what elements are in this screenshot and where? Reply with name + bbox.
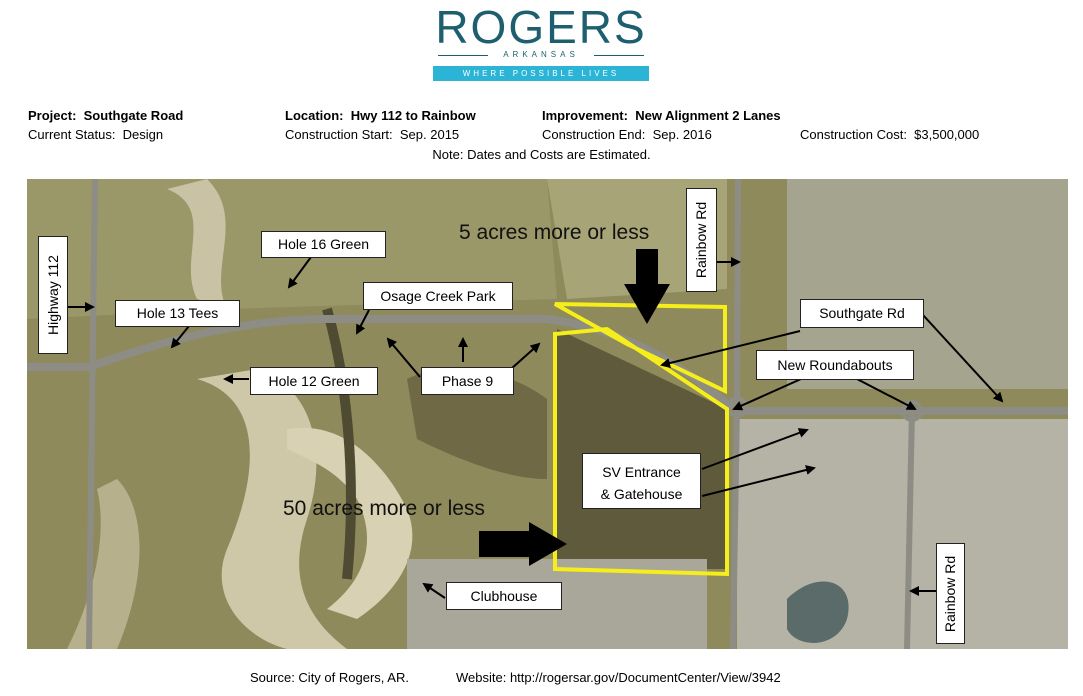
field-north-east	[547, 179, 727, 299]
improvement-label: Improvement:	[542, 108, 628, 123]
rogers-logo: ROGERS ARKANSAS WHERE POSSIBLE LIVES	[430, 2, 652, 82]
pointer-southgate-east	[922, 314, 1004, 403]
improvement-value: New Alignment 2 Lanes	[635, 108, 781, 123]
pointer-entrance-b	[701, 465, 816, 497]
woods-parcel	[557, 329, 727, 569]
cost-label: Construction Cost:	[800, 127, 907, 142]
highway-112-road	[86, 179, 98, 649]
label-sv-entrance-line1: SV Entrance	[602, 464, 681, 480]
location-line: Location: Hwy 112 to Rainbow	[285, 108, 476, 123]
location-label: Location:	[285, 108, 344, 123]
pointer-entrance-a	[701, 428, 809, 470]
status-label: Current Status:	[28, 127, 116, 142]
label-5-acres: 5 acres more or less	[459, 221, 650, 244]
arrow-5-acres	[624, 249, 670, 324]
aerial-map-graphic	[27, 179, 1068, 649]
cost-line: Construction Cost: $3,500,000	[800, 127, 979, 142]
footer-source: Source: City of Rogers, AR.	[250, 670, 409, 685]
rainbow-road-south	[904, 410, 915, 649]
pointer-phase9-a	[386, 337, 421, 378]
logo-rule-right	[594, 55, 644, 56]
fairway-4	[67, 479, 140, 649]
label-clubhouse: Clubhouse	[446, 582, 562, 610]
start-line: Construction Start: Sep. 2015	[285, 127, 459, 142]
improvement-line: Improvement: New Alignment 2 Lanes	[542, 108, 781, 123]
label-rainbow-rd-bottom-text: Rainbow Rd	[942, 555, 959, 632]
logo-rule-left	[438, 55, 488, 56]
pointer-southgate	[660, 330, 801, 368]
label-hole-13-tees: Hole 13 Tees	[115, 300, 240, 327]
end-value: Sep. 2016	[652, 127, 712, 142]
location-value: Hwy 112 to Rainbow	[350, 108, 476, 123]
pond	[787, 581, 849, 643]
end-line: Construction End: Sep. 2016	[542, 127, 712, 142]
end-label: Construction End:	[542, 127, 646, 142]
project-value: Southgate Road	[83, 108, 184, 123]
pointer-osage-park	[356, 309, 370, 335]
arrow-50-acres	[479, 522, 567, 566]
cost-value: $3,500,000	[914, 127, 980, 142]
pointer-roundabout-east	[856, 378, 917, 410]
label-sv-entrance-line2: & Gatehouse	[600, 486, 683, 502]
aerial-map	[27, 179, 1068, 649]
label-southgate-rd: Southgate Rd	[800, 299, 924, 328]
label-phase-9: Phase 9	[421, 367, 514, 395]
label-rainbow-rd-bottom: Rainbow Rd	[936, 543, 965, 644]
logo-tagline: WHERE POSSIBLE LIVES	[433, 66, 649, 81]
roundabout-west	[726, 396, 748, 418]
label-osage-creek-park: Osage Creek Park	[363, 282, 513, 310]
pointer-roundabout-west	[732, 378, 802, 411]
label-rainbow-rd-top-text: Rainbow Rd	[693, 201, 710, 279]
start-value: Sep. 2015	[399, 127, 460, 142]
residential-south	[737, 419, 1068, 649]
creek-corridor	[322, 307, 356, 580]
footer-website: Website: http://rogersar.gov/DocumentCen…	[456, 670, 781, 685]
label-highway-112: Highway 112	[38, 236, 68, 354]
pointer-clubhouse	[422, 582, 446, 599]
label-hole-12-green: Hole 12 Green	[250, 367, 378, 395]
label-50-acres: 50 acres more or less	[283, 497, 485, 520]
pointer-hole-13	[170, 325, 190, 349]
label-new-roundabouts: New Roundabouts	[756, 350, 914, 380]
pointer-hole-16	[287, 256, 312, 289]
status-value: Design	[122, 127, 164, 142]
label-rainbow-rd-top: Rainbow Rd	[686, 188, 717, 292]
start-label: Construction Start:	[285, 127, 393, 142]
logo-state: ARKANSAS	[503, 50, 579, 59]
boundary-50-acres	[553, 326, 729, 577]
woods-creek	[407, 368, 547, 479]
logo-wordmark: ROGERS	[435, 1, 647, 53]
estimate-note: Note: Dates and Costs are Estimated.	[432, 147, 651, 162]
project-label: Project:	[28, 108, 77, 123]
label-sv-entrance: SV Entrance & Gatehouse	[582, 453, 701, 509]
fairway-1	[167, 179, 227, 309]
fairway-3	[287, 427, 413, 619]
status-line: Current Status: Design	[28, 127, 163, 142]
label-highway-112-text: Highway 112	[45, 255, 61, 335]
label-hole-16-green: Hole 16 Green	[261, 231, 386, 258]
project-line: Project: Southgate Road	[28, 108, 183, 123]
